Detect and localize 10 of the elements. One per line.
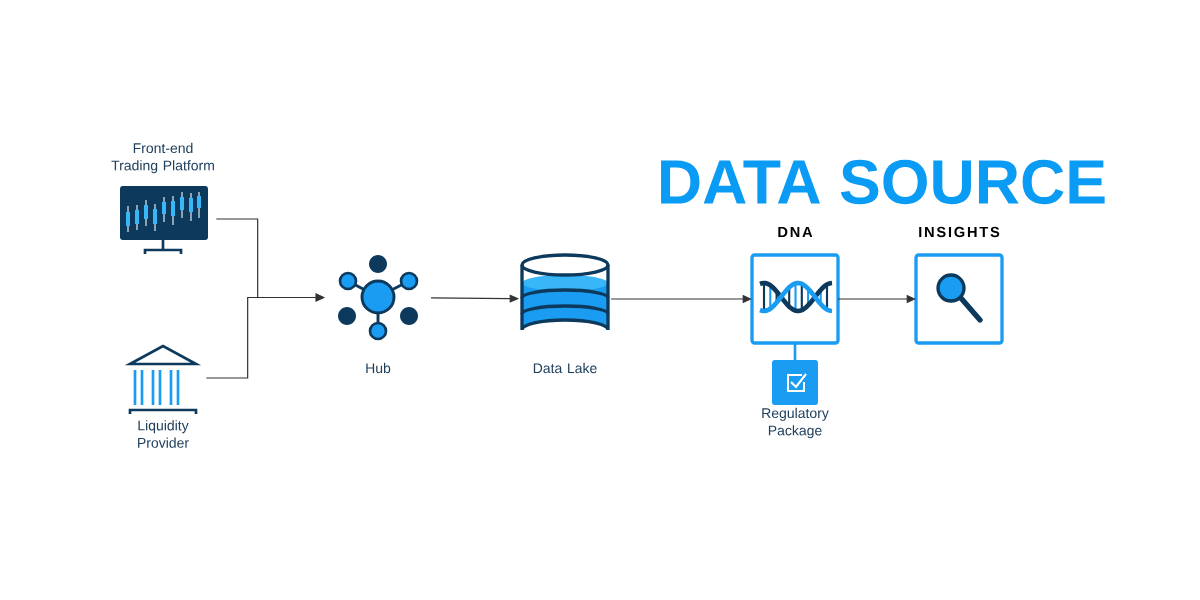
- arrow: [205, 293, 325, 379]
- node-label: Data Lake: [533, 362, 597, 374]
- heading: INSIGHTS: [919, 226, 1000, 238]
- node-label: Regulatory Package: [762, 407, 829, 439]
- arrow: [430, 294, 519, 303]
- heading: DNA: [778, 226, 813, 238]
- node-label: Front-end Trading Platform: [111, 142, 214, 174]
- node-label: Liquidity Provider: [138, 420, 189, 448]
- node-label: Hub: [366, 362, 391, 374]
- title: DATA SOURCE: [661, 159, 1105, 205]
